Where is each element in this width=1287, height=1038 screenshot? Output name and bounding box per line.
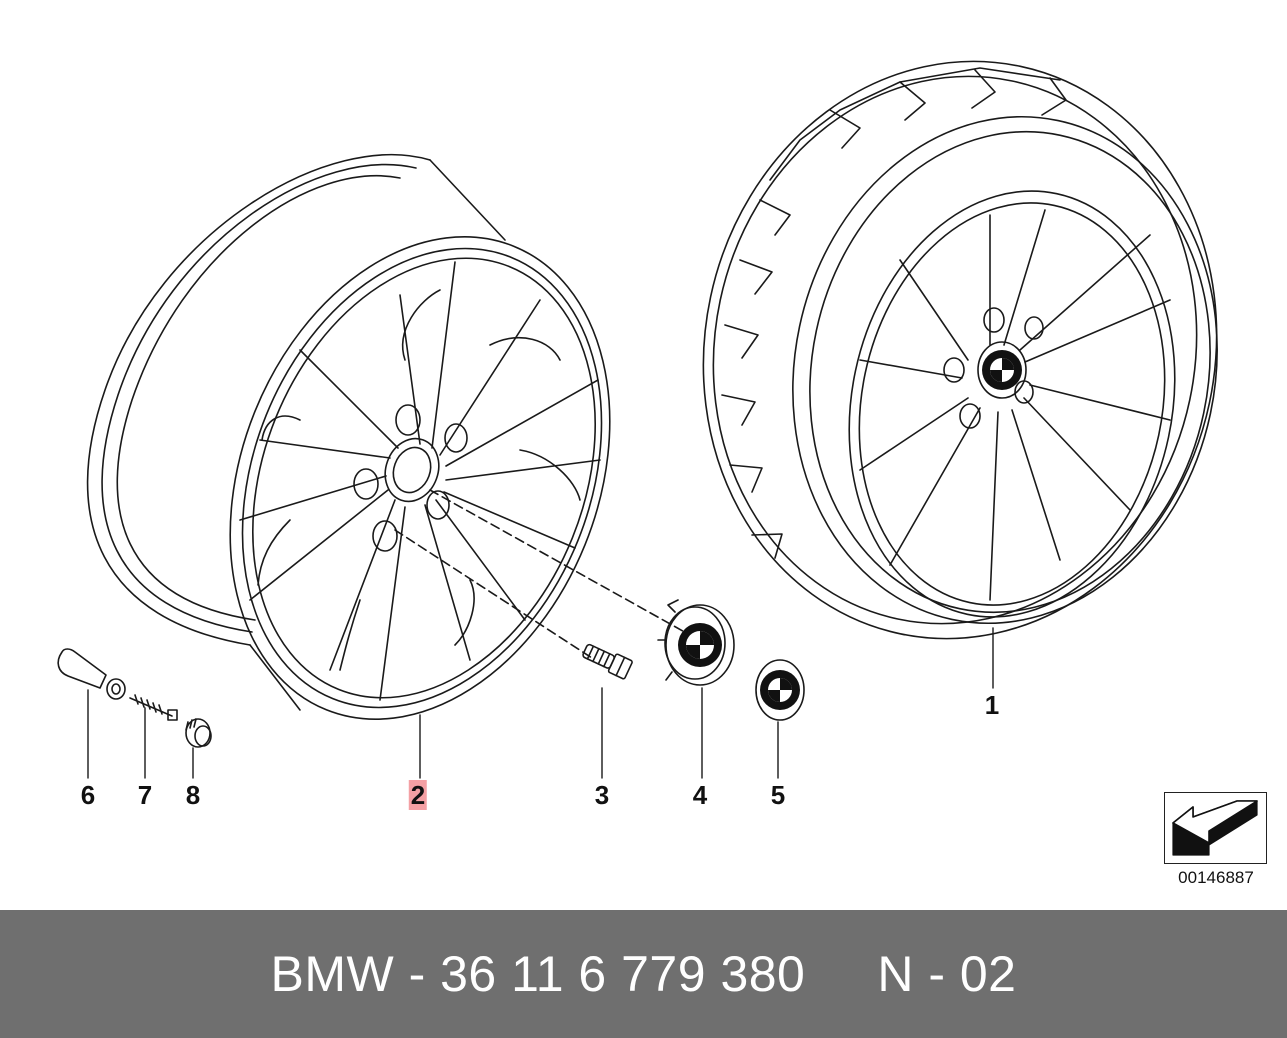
- callout-6: 6: [80, 780, 96, 810]
- callout-1: 1: [984, 690, 1000, 720]
- reference-number: 00146887: [1178, 868, 1254, 887]
- reference-box: [1164, 792, 1267, 864]
- callout-7: 7: [137, 780, 153, 810]
- badge-drawing: [755, 659, 805, 721]
- callout-4: 4: [692, 780, 708, 810]
- valve-stem-drawing: [57, 648, 126, 700]
- callout-8: 8: [185, 780, 201, 810]
- valve-cap-drawing: [185, 718, 212, 748]
- complete-wheel-drawing: [702, 60, 1218, 640]
- arrow-icon: [1172, 800, 1258, 856]
- part-number-text: BMW - 36 11 6 779 380 N - 02: [270, 946, 1017, 1002]
- leader-lines: [87, 627, 994, 779]
- valve-core-drawing: [129, 694, 178, 721]
- wheel-bolt-drawing: [582, 643, 633, 680]
- bmw-emblem-on-wheel: [982, 350, 1022, 390]
- rim-drawing: [86, 154, 691, 720]
- wheel-exploded-diagram: [57, 60, 1218, 779]
- hub-cap-drawing: [657, 599, 735, 686]
- part-number-footer: BMW - 36 11 6 779 380 N - 02: [0, 910, 1287, 1038]
- callout-5: 5: [770, 780, 786, 810]
- callout-3: 3: [594, 780, 610, 810]
- callout-2: 2: [408, 780, 428, 810]
